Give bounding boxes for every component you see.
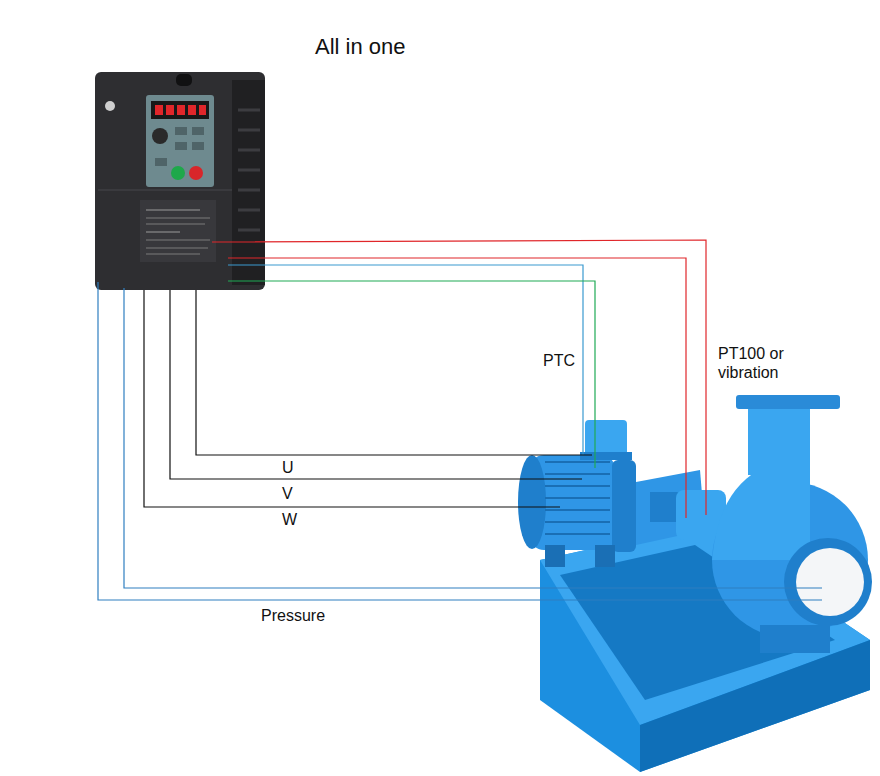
frequency-inverter-part — [232, 80, 265, 285]
motor-part — [545, 545, 565, 567]
frequency-inverter-part — [98, 189, 232, 191]
frequency-inverter-part — [152, 128, 168, 144]
sensor-label: PT100 or vibration — [716, 344, 812, 382]
frequency-inverter-part — [238, 149, 260, 152]
frequency-inverter-part — [238, 189, 260, 192]
frequency-inverter-part — [177, 105, 185, 115]
frequency-inverter-part — [151, 101, 209, 119]
ptc-wire-part — [228, 281, 595, 468]
signal-label: Pressure — [259, 606, 327, 625]
frequency-inverter-part — [176, 74, 192, 86]
sensor-wire-red — [212, 240, 706, 518]
motor-part — [545, 497, 610, 499]
frequency-inverter-part — [155, 158, 167, 166]
frequency-inverter-part — [175, 127, 187, 135]
frequency-inverter-part — [188, 105, 196, 115]
diagram-title: All in one — [313, 34, 408, 60]
ptc-wire — [228, 265, 595, 468]
frequency-inverter-part — [189, 166, 203, 180]
pressure-wire-part — [98, 282, 822, 600]
phase-label: U — [280, 458, 296, 477]
sensor-label: PTC — [541, 351, 577, 370]
frequency-inverter — [95, 72, 265, 290]
frequency-inverter-part — [146, 240, 210, 241]
pump-base-frame-part — [640, 640, 870, 772]
pump-casing-part — [784, 538, 872, 626]
motor-part — [545, 485, 610, 487]
motor-part — [612, 460, 636, 552]
frequency-inverter-part — [140, 200, 216, 262]
frequency-inverter-part — [146, 232, 180, 233]
motor-part — [545, 473, 610, 475]
ptc-wire-part — [228, 265, 583, 455]
frequency-inverter-part — [146, 224, 205, 225]
frequency-inverter-part — [238, 129, 260, 132]
frequency-inverter-part — [238, 109, 260, 112]
motor-part — [545, 461, 610, 463]
pump-base-frame — [540, 525, 870, 772]
frequency-inverter-part — [146, 248, 208, 249]
frequency-inverter-part — [238, 169, 260, 172]
frequency-inverter-part — [95, 72, 265, 290]
frequency-inverter-part — [105, 101, 115, 111]
motor-part — [518, 455, 546, 549]
motor-power-wire — [144, 290, 592, 507]
motor-part — [545, 521, 610, 523]
frequency-inverter-part — [146, 218, 210, 219]
frequency-inverter-part — [192, 127, 204, 135]
pressure-wire — [98, 282, 822, 600]
motor-part — [595, 545, 615, 567]
phase-label: W — [280, 510, 299, 529]
motor — [518, 420, 636, 567]
pump-casing-part — [796, 548, 864, 616]
frequency-inverter-part — [166, 105, 174, 115]
motor-power-wire-part — [144, 290, 560, 507]
frequency-inverter-part — [175, 142, 187, 150]
frequency-inverter-part — [146, 95, 214, 187]
frequency-inverter-part — [238, 209, 260, 212]
frequency-inverter-part — [199, 105, 206, 115]
pump-casing-part — [736, 395, 840, 409]
pressure-wire-part — [124, 288, 822, 588]
motor-part — [580, 452, 632, 460]
frequency-inverter-part — [146, 254, 200, 255]
motor-part — [545, 533, 610, 535]
sensor-wire-red-part — [212, 240, 706, 515]
pump-casing-part — [748, 405, 810, 475]
frequency-inverter-part — [238, 229, 260, 232]
frequency-inverter-part — [146, 210, 200, 211]
motor-power-wire-part — [196, 290, 592, 455]
frequency-inverter-part — [171, 166, 185, 180]
motor-power-wire-part — [170, 290, 582, 479]
frequency-inverter-part — [192, 142, 204, 150]
pump-casing-part — [760, 625, 830, 653]
pump-base-frame-part — [540, 525, 870, 772]
phase-label: V — [280, 484, 295, 503]
frequency-inverter-part — [155, 105, 163, 115]
motor-part — [545, 509, 610, 511]
